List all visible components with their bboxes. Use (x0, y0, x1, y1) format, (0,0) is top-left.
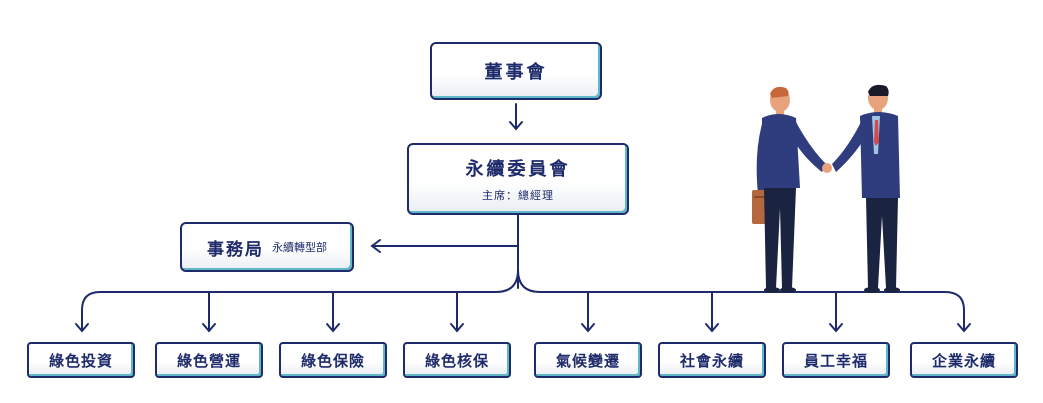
group-label: 綠色營運 (176, 351, 241, 370)
group-label: 綠色核保 (424, 351, 489, 370)
group-box: 綠色營運 (155, 342, 263, 378)
group-label: 綠色保險 (300, 351, 365, 370)
businessman-left (752, 86, 832, 293)
group-label: 綠色投資 (48, 351, 113, 370)
group-box: 社會永續 (658, 342, 766, 378)
board-label: 董事會 (484, 62, 548, 83)
office-label: 事務局 (207, 239, 264, 260)
group-box: 氣候變遷 (534, 342, 642, 378)
group-box: 綠色核保 (403, 342, 511, 378)
group-label: 員工幸福 (803, 351, 868, 370)
group-label: 社會永續 (679, 351, 744, 370)
group-box: 企業永續 (910, 342, 1018, 378)
group-label: 氣候變遷 (555, 351, 620, 370)
group-box: 綠色投資 (27, 342, 135, 378)
group-box: 綠色保險 (279, 342, 387, 378)
board-box: 董事會 (430, 42, 602, 100)
handshake-illustration (752, 84, 900, 293)
office-unit: 永續轉型部 (272, 241, 327, 254)
committee-box: 永續委員會 主席：總經理 (407, 143, 629, 215)
businessman-right (832, 84, 900, 293)
committee-label: 永續委員會 (465, 159, 571, 180)
committee-chair: 主席：總經理 (482, 189, 554, 202)
group-box: 員工幸福 (782, 342, 890, 378)
group-label: 企業永續 (931, 351, 996, 370)
office-box: 事務局 永續轉型部 (180, 222, 354, 272)
